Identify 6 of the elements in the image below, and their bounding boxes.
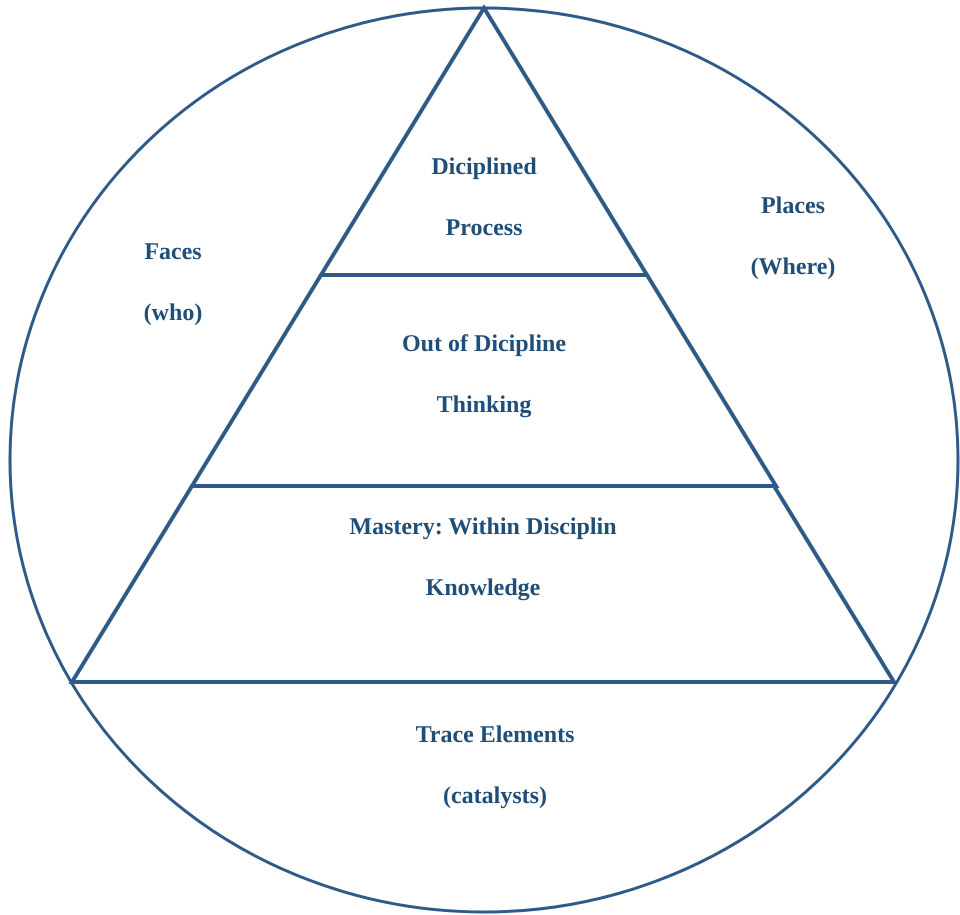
region-label: Faces (who) <box>142 238 204 328</box>
tier-label: Mastery: Within Disciplin Knowledge <box>348 513 618 603</box>
tier-label: Out of Dicipline Thinking <box>400 330 567 420</box>
region-label: Places (Where) <box>750 192 836 282</box>
region-label: Trace Elements (catalysts) <box>414 721 576 811</box>
tier-label: Diciplined Process <box>430 153 538 243</box>
